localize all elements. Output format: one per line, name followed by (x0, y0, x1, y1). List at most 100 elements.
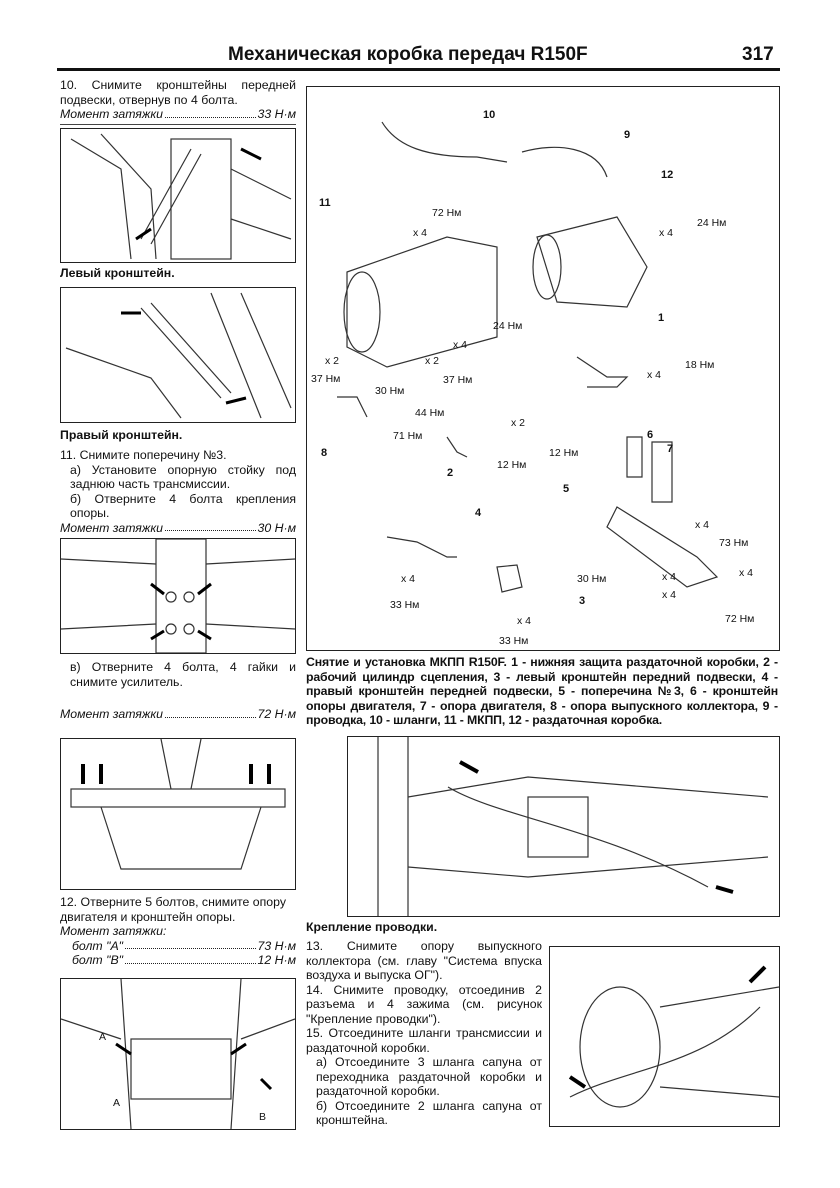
page-number: 317 (742, 44, 774, 65)
figure-reinforcement (60, 738, 296, 890)
torque-value: 12 Н·м (257, 953, 297, 967)
torque-11: Момент затяжки 30 Н·м (60, 521, 296, 536)
right-bracket-drawing (65, 292, 292, 419)
torque-value: 72 Н·м (257, 707, 297, 721)
torque-label: 30 Нм (577, 573, 607, 585)
left-bracket-drawing (70, 133, 292, 260)
figure-right-bracket (60, 287, 296, 423)
torque-label: 33 Нм (499, 635, 529, 647)
part-3: 3 (579, 595, 586, 607)
part-10: 10 (483, 109, 496, 121)
torque-label: 12 Нм (549, 447, 579, 459)
step-10-block: 10. Снимите кронштейны передней подвески… (60, 78, 296, 122)
quantity-label: x 4 (453, 339, 468, 351)
reinforcement-drawing (70, 739, 286, 870)
torque-label: 73 Нм (719, 537, 749, 549)
part-7: 7 (667, 443, 674, 455)
torque-value: 73 Н·м (257, 938, 297, 953)
part-1: 1 (658, 312, 665, 324)
step-15b: б) Отсоедините 2 шланга сапуна от кроншт… (316, 1098, 542, 1128)
torque-label: 33 Нм (390, 599, 420, 611)
step-11c: в) Отверните 4 болта, 4 гайки и снимите … (70, 660, 296, 689)
step-11b: б) Отверните 4 болта крепления опоры. (70, 491, 296, 521)
torque-bolt-b: болт "В" 12 Н·м (60, 953, 296, 968)
step-11-block: 11. Снимите поперечину №3. а) Установите… (60, 448, 296, 535)
figure-caption: Левый кронштейн. (60, 266, 175, 280)
label-a: A (113, 1097, 121, 1109)
step-11: 11. Снимите поперечину №3. (60, 448, 227, 462)
step-10: 10. Снимите кронштейны передней подвески… (60, 78, 296, 107)
torque-label: Момент затяжки (60, 520, 163, 535)
quantity-label: x 4 (401, 573, 416, 585)
crossmember-drawing (61, 539, 295, 653)
quantity-label: x 4 (739, 567, 754, 579)
part-9: 9 (624, 129, 631, 141)
part-12: 12 (661, 169, 674, 181)
step-14: 14. Снимите проводку, отсоединив 2 разъе… (306, 982, 542, 1026)
torque-label: 71 Нм (393, 430, 423, 442)
part-6: 6 (647, 429, 654, 441)
quantity-label: x 4 (413, 227, 428, 239)
quantity-label: x 4 (659, 227, 674, 239)
figure-wiring (347, 736, 780, 917)
main-figure-caption: Снятие и установка МКПП R150F. 1 - нижня… (306, 655, 778, 727)
step-15: 15. Отсоедините шланги трансмиссии и раз… (306, 1026, 542, 1055)
quantity-label: x 4 (695, 519, 710, 531)
figure-transmission-exploded: 10 9 11 12 1 2 3 4 5 6 7 8 72 Нм 24 Нм 2… (306, 86, 780, 651)
torque-label: 37 Нм (311, 373, 341, 385)
figure-engine-mount: A A B (60, 978, 296, 1130)
spacer (60, 689, 296, 707)
torque-label: 72 Нм (725, 613, 755, 625)
torque-label: 37 Нм (443, 374, 473, 386)
torque-value: 30 Н·м (257, 520, 297, 535)
torque-label: болт "В" (72, 953, 124, 967)
step-11c-block: в) Отверните 4 болта, 4 гайки и снимите … (60, 660, 296, 722)
part-5: 5 (563, 483, 570, 495)
part-11: 11 (319, 197, 331, 209)
quantity-label: x 2 (511, 417, 526, 429)
torque-label: 44 Нм (415, 407, 445, 419)
part-8: 8 (321, 447, 328, 459)
label-b: B (259, 1111, 267, 1123)
wiring-drawing (377, 737, 769, 916)
part-4: 4 (475, 507, 482, 519)
torque-label: болт "А" (72, 938, 124, 953)
step-12-block: 12. Отверните 5 болтов, снимите опору дв… (60, 895, 296, 968)
engine-mount-drawing (61, 979, 295, 1129)
torque-label: Момент затяжки (60, 707, 163, 721)
header-rule (57, 68, 780, 71)
exploded-view-drawing (337, 121, 719, 593)
torque-bolt-a: болт "А" 73 Н·м (60, 939, 296, 954)
figure-crossmember-bolts (60, 538, 296, 654)
figure-caption: Правый кронштейн. (60, 428, 183, 442)
figure-breather-hoses (549, 946, 780, 1127)
torque-label: Момент затяжки (60, 107, 163, 121)
quantity-label: x 4 (662, 589, 677, 601)
divider (60, 124, 296, 125)
quantity-label: x 2 (325, 355, 340, 367)
torque-label: 72 Нм (432, 207, 462, 219)
torque-11c: Момент затяжки 72 Н·м (60, 707, 296, 722)
step-15a: а) Отсоедините 3 шланга сапуна от перехо… (316, 1055, 542, 1098)
torque-label: 24 Нм (493, 320, 523, 332)
torque-10: Момент затяжки 33 Н·м (60, 107, 296, 122)
page-title: Механическая коробка передач R150F (228, 44, 588, 65)
step-11a: а) Установите опорную стойку под заднюю … (70, 462, 296, 492)
torque-value: 33 Н·м (257, 107, 297, 121)
figure-left-bracket (60, 128, 296, 263)
quantity-label: x 4 (647, 369, 662, 381)
torque-12-label: Момент затяжки: (60, 924, 167, 938)
quantity-label: x 4 (517, 615, 532, 627)
torque-label: 30 Нм (375, 385, 405, 397)
torque-label: 18 Нм (685, 359, 715, 371)
torque-label: 24 Нм (697, 217, 727, 229)
steps-13-15-block: 13. Снимите опору выпускного коллектора … (306, 939, 542, 1128)
quantity-label: x 2 (425, 355, 440, 367)
quantity-label: x 4 (662, 571, 677, 583)
figure-caption: Крепление проводки. (306, 920, 438, 934)
torque-label: 12 Нм (497, 459, 527, 471)
breather-hoses-drawing (568, 965, 779, 1108)
step-12: 12. Отверните 5 болтов, снимите опору дв… (60, 895, 286, 924)
step-13: 13. Снимите опору выпускного коллектора … (306, 939, 542, 982)
